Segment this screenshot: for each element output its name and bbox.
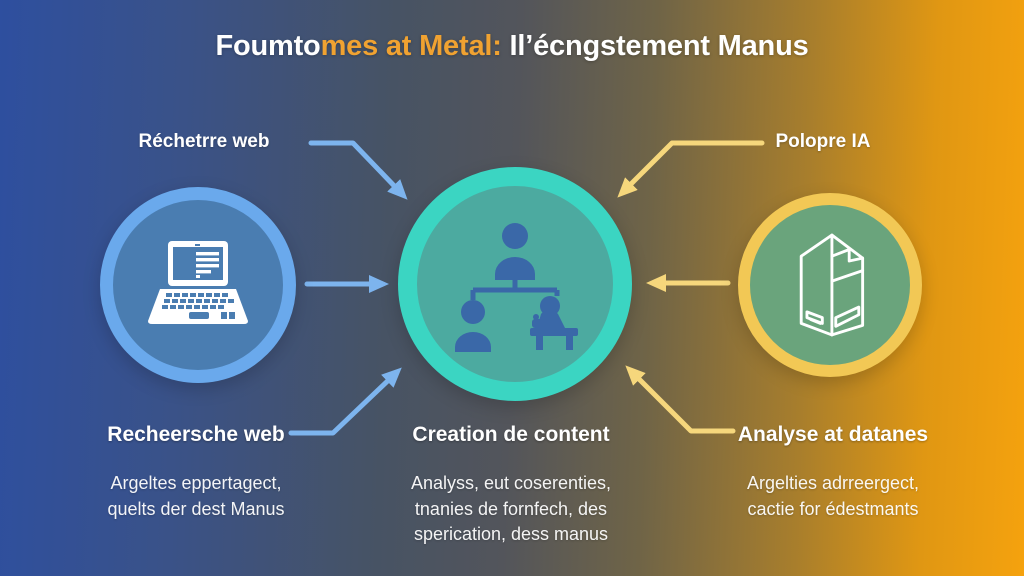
arrow-bottom-left (288, 367, 402, 436)
title-part-1: Foumto (215, 30, 321, 62)
content-creation-heading: Creation de content (412, 423, 610, 446)
column-content-creation: Creation de content Analyss, eut coseren… (371, 423, 651, 548)
laptop-icon (148, 241, 248, 324)
callout-web-search-label: Réchetrre web (138, 131, 270, 152)
node-web-research (100, 187, 296, 383)
arrow-bottom-right (625, 365, 736, 434)
page-title: Foumtomes at Metal: Il’écngstement Manus (0, 30, 1024, 63)
node-data-analysis (738, 193, 922, 377)
org-chart-people-icon (455, 223, 578, 352)
column-data-analysis: Analyse at datanes Argelties adrreergect… (703, 423, 963, 522)
title-part-3: Il’écngstement Manus (501, 30, 809, 62)
arrow-top-left (308, 140, 408, 200)
web-research-description: Argeltes eppertagect, quelts der dest Ma… (107, 473, 285, 519)
data-analysis-heading: Analyse at datanes (737, 423, 929, 446)
content-creation-description: Analyss, eut coserenties, tnanies de for… (410, 473, 612, 545)
building-icon (799, 233, 865, 337)
data-analysis-description: Argelties adrreergect, cactie for édestm… (746, 473, 920, 519)
callout-ai-label: Polopre IA (775, 131, 871, 152)
arrow-top-right (617, 140, 765, 198)
title-accent: mes at Metal: (320, 30, 502, 62)
web-research-heading: Recheersche web (107, 423, 285, 446)
column-web-research: Recheersche web Argeltes eppertagect, qu… (66, 423, 326, 522)
node-content-creation (398, 167, 632, 401)
